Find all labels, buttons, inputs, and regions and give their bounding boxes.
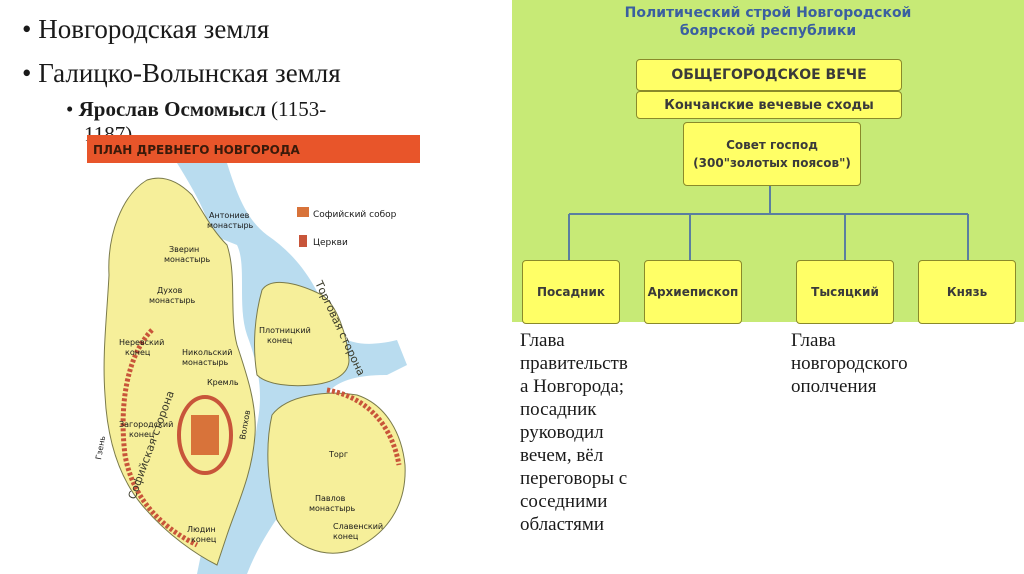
church-legend-icon	[299, 235, 307, 247]
caption-line: руководил	[520, 422, 604, 443]
legend-churches: Церкви	[313, 238, 348, 248]
veche-box: ОБЩЕГОРОДСКОЕ ВЕЧЕ	[636, 59, 902, 91]
label-zverin-2: монастырь	[164, 255, 211, 264]
label-plotnitsky: Плотницкий	[259, 326, 311, 335]
caption-line: новгородского	[791, 353, 908, 374]
label-lyudin: Людин	[187, 525, 216, 534]
caption-line: Глава	[520, 330, 565, 351]
label-zverin: Зверин	[169, 245, 199, 254]
label-lyudin-2: конец	[191, 535, 217, 544]
label-antoniev-2: монастырь	[207, 221, 254, 230]
bullet-item: • Новгородская земля	[22, 14, 270, 44]
sovet-line1: Совет господ	[726, 138, 818, 152]
plotnitsky-land	[254, 281, 350, 387]
map-title-banner	[87, 135, 420, 163]
tysyatsky-caption: Глава новгородского ополчения	[791, 329, 908, 398]
label-nikolsky-2: монастырь	[182, 358, 229, 367]
label-gzen: Гзень	[94, 435, 107, 460]
label-zagorodsky: Загородский	[119, 420, 173, 429]
label-slavensky-2: конец	[333, 532, 359, 541]
kremlin-buildings	[191, 415, 219, 455]
caption-line: переговоры с	[520, 468, 628, 489]
bullet-text: Новгородская земля	[38, 14, 270, 44]
legend-sofia: Софийский собор	[313, 210, 397, 220]
diagram-title: Политический строй Новгородской боярской…	[512, 4, 1024, 40]
label-zagorodsky-2: конец	[129, 430, 155, 439]
caption-line: Глава	[791, 330, 836, 351]
caption-line: областями	[520, 514, 605, 535]
label-dukhov-2: монастырь	[149, 296, 196, 305]
label-pavlov: Павлов	[315, 494, 346, 503]
caption-line: а Новгорода;	[520, 376, 625, 397]
label-dukhov: Духов	[157, 286, 183, 295]
diagram-title-line1: Политический строй Новгородской	[624, 5, 912, 21]
label-kreml: Кремль	[207, 378, 239, 387]
diagram-title-line2: боярской республики	[679, 23, 857, 39]
caption-line: вечем, вёл	[520, 445, 604, 466]
posadnik-caption: Глава правительств а Новгорода; посадник…	[520, 329, 628, 536]
label-nikolsky: Никольский	[182, 348, 232, 357]
posadnik-box: Посадник	[522, 260, 620, 324]
diagram-connectors	[568, 186, 969, 260]
political-structure-diagram: Политический строй Новгородской боярской…	[512, 0, 1024, 324]
sovet-box: Совет господ (300"золотых поясов")	[683, 122, 861, 186]
label-plotnitsky-2: конец	[267, 336, 293, 345]
bullet-item: • Галицко-Волынская земля	[22, 58, 341, 88]
label-antoniev: Антониев	[209, 211, 250, 220]
map-labels: Антониев монастырь Зверин монастырь Духо…	[94, 211, 383, 544]
sovet-line2: (300"золотых поясов")	[693, 156, 851, 170]
bullet-text: Галицко-Волынская земля	[38, 58, 341, 88]
konchanskie-box: Кончанские вечевые сходы	[636, 91, 902, 119]
label-slavensky: Славенский	[333, 522, 383, 531]
caption-line: соседними	[520, 491, 608, 512]
caption-line: правительств	[520, 353, 628, 374]
caption-line: посадник	[520, 399, 597, 420]
label-nerevsky-2: конец	[125, 348, 151, 357]
map-title: ПЛАН ДРЕВНЕГО НОВГОРОДА	[93, 143, 301, 157]
sub-bullet-text: (1153-	[265, 97, 327, 121]
sofia-side-wall	[120, 328, 199, 548]
tysyatsky-box: Тысяцкий	[796, 260, 894, 324]
label-pavlov-2: монастырь	[309, 504, 356, 513]
sub-bullet-item: • Ярослав Осмомысл (1153-	[66, 97, 327, 121]
label-nerevsky: Неревский	[119, 338, 164, 347]
sofia-legend-icon	[297, 207, 309, 217]
torgovaya-wall	[326, 387, 402, 466]
knyaz-box: Князь	[918, 260, 1016, 324]
slavensky-land	[267, 392, 406, 554]
sub-bullet-bold: Ярослав Осмомысл	[78, 97, 266, 121]
label-torg: Торг	[328, 450, 348, 459]
caption-line: ополчения	[791, 376, 877, 397]
novgorod-map: ПЛАН ДРЕВНЕГО НОВГОРОДА Софийский собор …	[87, 135, 420, 574]
arkhiepiskop-box: Архиепископ	[644, 260, 742, 324]
